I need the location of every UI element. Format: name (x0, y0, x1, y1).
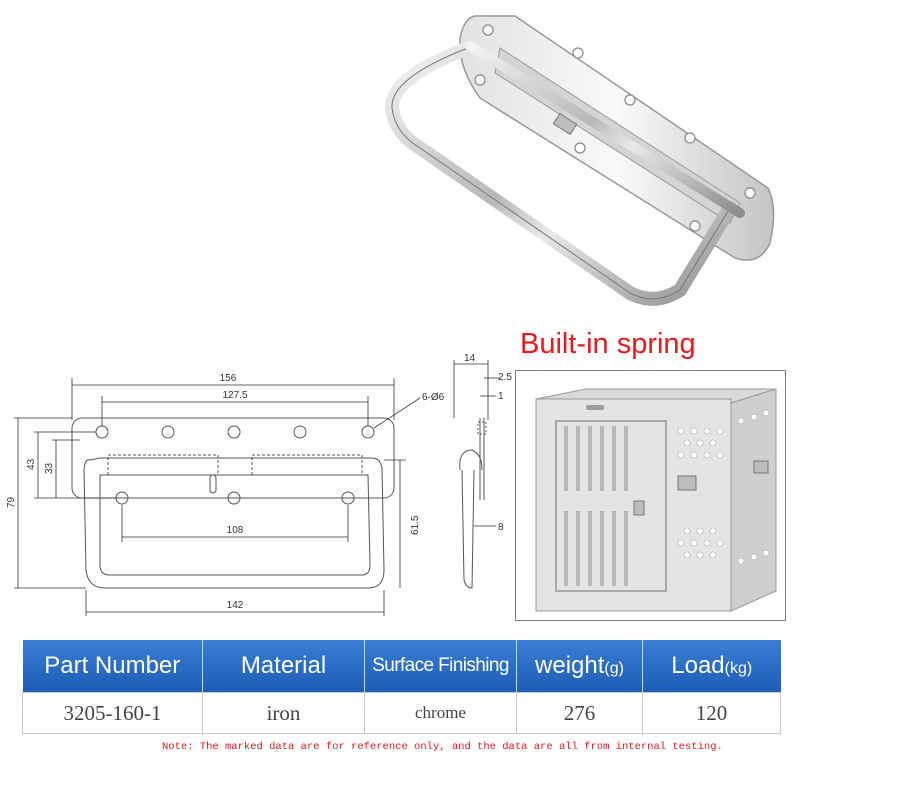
dim-side-plate: 2.5 (498, 372, 512, 383)
spec-table-header-row: Part Number Material Surface Finishing w… (22, 640, 781, 693)
cell-weight: 276 (516, 692, 643, 734)
dim-plate-inner: 33 (44, 462, 55, 474)
spring-label: Built-in spring (520, 328, 900, 361)
dim-side-depth: 14 (464, 353, 476, 364)
technical-drawing-front: 156 127.5 6-Ø6 108 142 79 43 33 61.5 (6, 373, 445, 616)
dim-wire: 8 (498, 522, 504, 533)
cell-material: iron (202, 692, 365, 734)
dim-plate-height: 43 (26, 458, 37, 470)
header-load: Load(kg) (642, 640, 781, 693)
dim-overall-height: 79 (6, 496, 17, 508)
dim-handle-drop: 61.5 (410, 515, 421, 535)
cell-surface-finishing: chrome (364, 692, 517, 734)
reference-note: Note: The marked data are for reference … (162, 741, 723, 753)
application-photo-crate (535, 388, 777, 612)
spring-label-text: Built-in spring (520, 328, 696, 360)
dim-hole-callout: 6-Ø6 (422, 392, 445, 403)
product-photo-handle (385, 15, 775, 306)
header-part-number: Part Number (22, 640, 203, 693)
dim-overall-width: 156 (220, 373, 237, 384)
table-row: 3205-160-1 iron chrome 276 120 (22, 692, 781, 734)
dim-side-thin: 1 (498, 391, 504, 402)
application-photo-frame (515, 370, 786, 621)
header-weight: weight(g) (516, 640, 643, 693)
spec-table: Part Number Material Surface Finishing w… (22, 640, 781, 734)
dim-lower-hole-span: 108 (227, 525, 244, 536)
cell-part-number: 3205-160-1 (22, 692, 203, 734)
header-surface-finishing: Surface Finishing (364, 640, 517, 693)
dim-handle-width: 142 (227, 600, 244, 611)
header-material: Material (202, 640, 365, 693)
technical-drawing-side: 14 2.5 1 8 (453, 353, 512, 589)
cell-load: 120 (642, 692, 781, 734)
dim-hole-span: 127.5 (222, 390, 247, 401)
